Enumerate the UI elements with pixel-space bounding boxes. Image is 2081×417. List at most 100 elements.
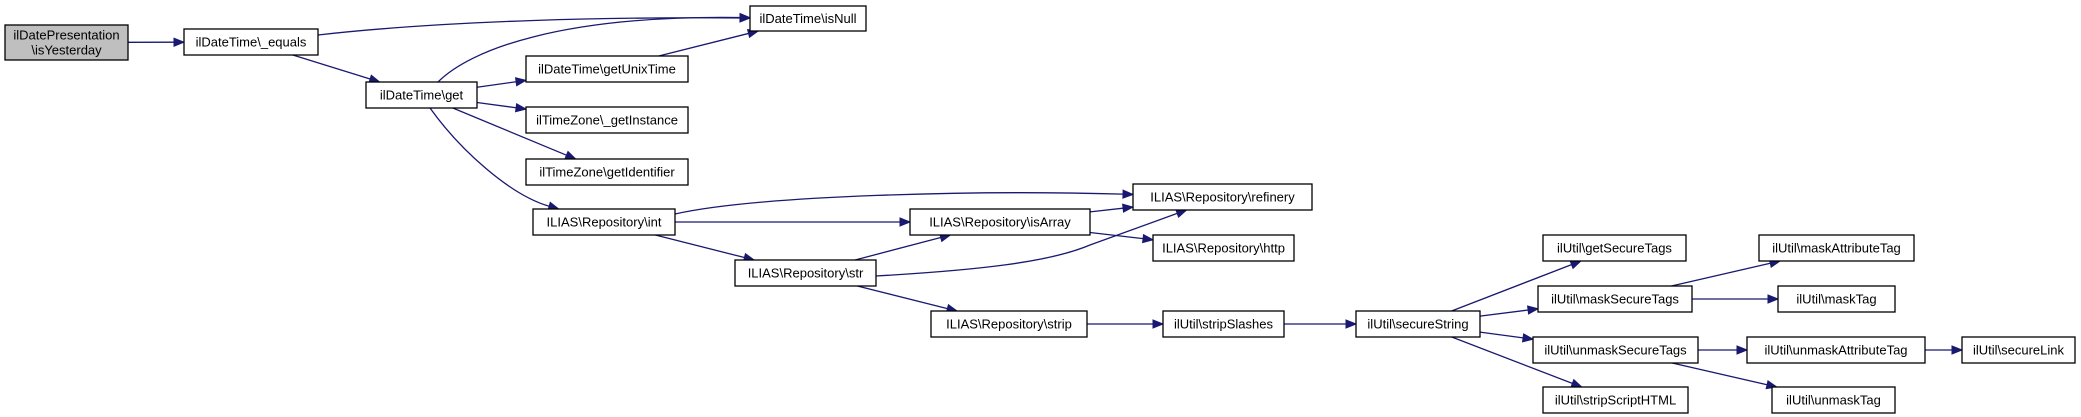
node-label: ilUtil\maskSecureTags xyxy=(1551,292,1679,307)
edge-u_securestring-to-u_unmasksecuretags-arrowhead xyxy=(1521,333,1535,343)
node-box xyxy=(749,5,867,32)
edge-dt_get-to-tz_getidentifier xyxy=(452,107,567,156)
node-repo-refinery[interactable]: ILIAS\Repository\refinery xyxy=(1132,183,1313,211)
edge-dt_get-to-dt_getunixtime-arrowhead xyxy=(514,77,528,87)
edge-dt_get-to-repo_int xyxy=(429,107,550,207)
node-u-masksecuretags[interactable]: ilUtil\maskSecureTags xyxy=(1537,285,1693,313)
node-box xyxy=(525,106,689,134)
node-label: ILIAS\Repository\isArray xyxy=(929,215,1071,230)
edge-u_securestring-to-u_getsecuretags xyxy=(1451,264,1572,312)
node-box xyxy=(183,28,319,56)
node-box xyxy=(1746,336,1926,364)
edge-repo_str-to-repo_refinery xyxy=(875,212,1178,277)
node-u-getsecuretags[interactable]: ilUtil\getSecureTags xyxy=(1542,234,1687,262)
node-dt-get[interactable]: ilDateTime\get xyxy=(365,81,478,109)
node-box xyxy=(525,158,689,186)
node-tz-getinstance[interactable]: ilTimeZone\_getInstance xyxy=(525,106,689,134)
nodes-layer: ilDatePresentation\isYesterday ilDateTime… xyxy=(4,5,2076,414)
node-u-unmasktag[interactable]: ilUtil\unmaskTag xyxy=(1771,386,1896,414)
edge-root-to-dt_equals-arrowhead xyxy=(173,37,186,47)
node-dt-isnull[interactable]: ilDateTime\isNull xyxy=(749,5,867,32)
node-label: ilUtil\secureLink xyxy=(1973,343,2065,358)
node-label: ilDateTime\getUnixTime xyxy=(538,62,676,77)
node-box xyxy=(1537,285,1693,313)
edge-dt_equals-to-dt_isnull xyxy=(317,17,741,36)
edge-repo_strip-to-u_stripslashes-arrowhead xyxy=(1152,319,1165,329)
node-label: ilUtil\secureString xyxy=(1367,317,1468,332)
node-box xyxy=(365,81,478,109)
node-label: ilDatePresentation xyxy=(13,28,119,43)
node-u-securelink[interactable]: ilUtil\secureLink xyxy=(1961,336,2076,364)
edge-dt_get-to-tz_getinstance-arrowhead xyxy=(514,102,528,113)
edge-u_unmaskattrtag-to-u_securelink-arrowhead xyxy=(1951,345,1964,355)
edge-repo_int-to-repo_refinery xyxy=(674,192,1124,215)
edge-u_securestring-to-u_stripscripthtml xyxy=(1451,336,1573,385)
edge-dt_equals-to-dt_get xyxy=(292,54,371,80)
node-label: ilDateTime\_equals xyxy=(196,35,307,50)
node-label: ilUtil\maskAttributeTag xyxy=(1772,241,1901,256)
edge-u_masksecuretags-to-u_maskattributetag xyxy=(1671,262,1771,287)
node-tz-getidentifier[interactable]: ilTimeZone\getIdentifier xyxy=(525,158,689,186)
node-label: \isYesterday xyxy=(31,43,102,58)
node-box xyxy=(1132,183,1313,211)
node-root[interactable]: ilDatePresentation\isYesterday xyxy=(4,24,129,61)
node-u-masktag[interactable]: ilUtil\maskTag xyxy=(1777,285,1896,313)
node-label: ilUtil\unmaskAttributeTag xyxy=(1764,343,1907,358)
edge-u_securestring-to-u_unmasksecuretags xyxy=(1479,331,1524,339)
node-repo-http[interactable]: ILIAS\Repository\http xyxy=(1152,234,1295,262)
node-label: ILIAS\Repository\http xyxy=(1162,241,1285,256)
node-u-securestring[interactable]: ilUtil\secureString xyxy=(1355,310,1481,338)
node-u-maskattributetag[interactable]: ilUtil\maskAttributeTag xyxy=(1758,234,1915,262)
node-label: ilUtil\getSecureTags xyxy=(1557,241,1672,256)
node-u-unmaskattrtag[interactable]: ilUtil\unmaskAttributeTag xyxy=(1746,336,1926,364)
node-label: ilUtil\unmaskSecureTags xyxy=(1544,343,1687,358)
node-u-stripslashes[interactable]: ilUtil\stripSlashes xyxy=(1162,310,1285,338)
edge-u_securestring-to-u_masksecuretags-arrowhead xyxy=(1526,305,1540,315)
node-box xyxy=(1961,336,2076,364)
edge-repo_str-to-repo_isarray xyxy=(854,236,941,261)
edge-repo_isarray-to-repo_http xyxy=(1089,231,1144,240)
edge-repo_int-to-repo_str xyxy=(655,234,745,259)
node-label: ilUtil\maskTag xyxy=(1796,292,1876,307)
node-box xyxy=(1532,336,1699,364)
node-box xyxy=(532,208,676,236)
edge-dt_get-to-tz_getidentifier-arrowhead xyxy=(564,150,577,160)
node-u-unmasksecuretags[interactable]: ilUtil\unmaskSecureTags xyxy=(1532,336,1699,364)
edges-layer xyxy=(127,12,1964,390)
node-box xyxy=(1542,234,1687,262)
node-box xyxy=(1152,234,1295,262)
edge-dt_get-to-dt_getunixtime xyxy=(476,81,517,88)
node-box xyxy=(909,208,1091,236)
node-label: ILIAS\Repository\refinery xyxy=(1150,190,1295,205)
node-box xyxy=(1355,310,1481,338)
node-label: ilDateTime\get xyxy=(380,88,464,103)
node-repo-str[interactable]: ILIAS\Repository\str xyxy=(734,259,877,287)
node-repo-strip[interactable]: ILIAS\Repository\strip xyxy=(930,310,1088,338)
edge-u_unmasksecuretags-to-u_unmaskattrtag-arrowhead xyxy=(1736,345,1749,355)
node-box xyxy=(930,310,1088,338)
edge-u_securestring-to-u_getsecuretags-arrowhead xyxy=(1569,260,1583,270)
node-label: ilTimeZone\getIdentifier xyxy=(539,165,675,180)
edge-u_unmasksecuretags-to-u_unmasktag xyxy=(1672,362,1768,386)
node-box xyxy=(4,24,129,61)
node-dt-getunixtime[interactable]: ilDateTime\getUnixTime xyxy=(525,55,689,83)
edge-dt_get-to-dt_isnull-arrowhead xyxy=(739,12,752,23)
node-repo-isarray[interactable]: ILIAS\Repository\isArray xyxy=(909,208,1091,236)
node-box xyxy=(525,55,689,83)
edge-repo_isarray-to-repo_refinery xyxy=(1089,207,1124,213)
node-box xyxy=(1777,285,1896,313)
edge-u_stripslashes-to-u_securestring-arrowhead xyxy=(1345,319,1358,329)
node-dt-equals[interactable]: ilDateTime\_equals xyxy=(183,28,319,56)
node-box xyxy=(1162,310,1285,338)
node-repo-int[interactable]: ILIAS\Repository\int xyxy=(532,208,676,236)
edge-dt_get-to-tz_getinstance xyxy=(476,101,517,109)
node-box xyxy=(1758,234,1915,262)
edge-repo_str-to-repo_strip xyxy=(857,285,948,310)
node-label: ilUtil\stripSlashes xyxy=(1174,317,1273,332)
node-label: ILIAS\Repository\strip xyxy=(946,317,1072,332)
edge-repo_str-to-repo_refinery-arrowhead xyxy=(1175,209,1188,219)
edge-repo_isarray-to-repo_http-arrowhead xyxy=(1142,233,1155,244)
edge-u_securestring-to-u_stripscripthtml-arrowhead xyxy=(1570,378,1583,388)
node-u-stripscripthtml[interactable]: ilUtil\stripScriptHTML xyxy=(1542,386,1689,414)
